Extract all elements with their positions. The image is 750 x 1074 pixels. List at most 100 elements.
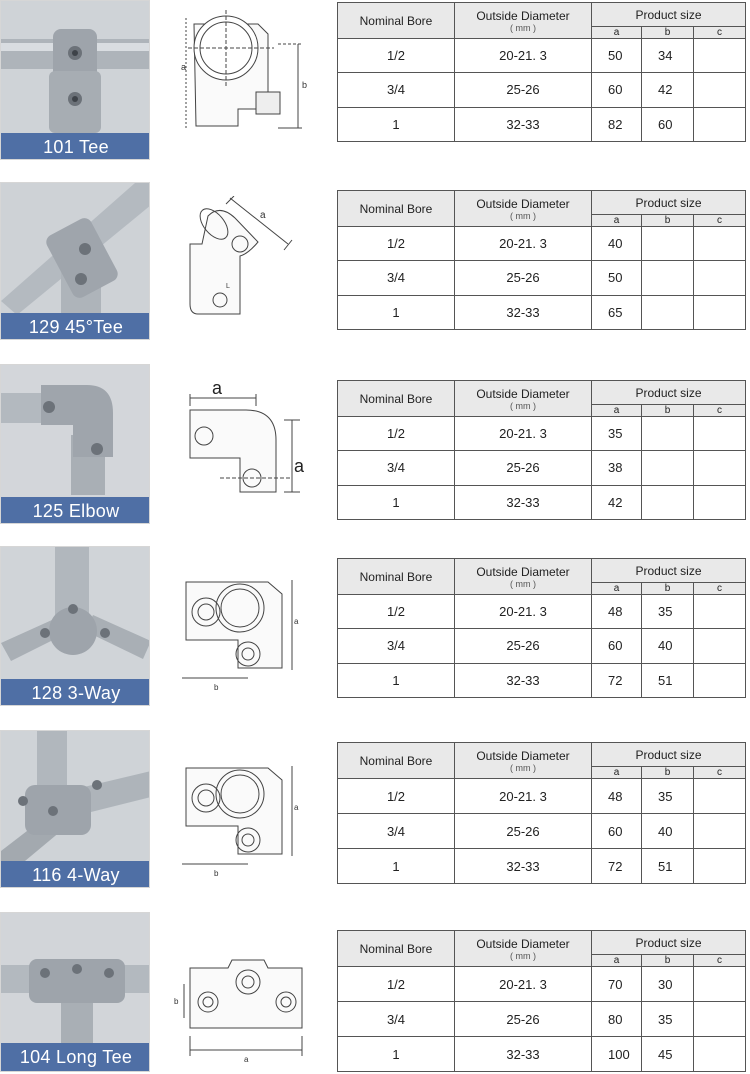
cell-bore: 1/2 <box>337 593 455 630</box>
cell-a: 100 <box>591 1036 642 1072</box>
header-outside-diameter-label: Outside Diameter <box>476 196 570 211</box>
header-col-a: a <box>591 214 642 227</box>
header-nominal-bore: Nominal Bore <box>337 2 455 39</box>
45-tee-technical-drawing: a L <box>189 196 293 315</box>
cell-od: 25-26 <box>454 260 592 296</box>
table-row: 3/4 25-26 38 <box>337 450 746 486</box>
product-photo-104-long-tee: 104 Long Tee <box>0 912 150 1072</box>
header-nominal-bore: Nominal Bore <box>337 742 455 779</box>
product-photo-101-tee: 101 Tee <box>0 0 150 160</box>
dim-label-b: b <box>214 869 219 878</box>
cell-od: 20-21. 3 <box>454 37 592 74</box>
cell-b: 30 <box>641 966 694 1002</box>
cell-b: 35 <box>641 593 694 630</box>
dim-label-l: L <box>226 283 230 290</box>
cell-b: 51 <box>641 662 694 699</box>
header-outside-diameter-label: Outside Diameter <box>476 8 570 23</box>
cell-c <box>693 450 746 486</box>
cell-od: 20-21. 3 <box>454 415 592 452</box>
dim-label-a: a <box>260 210 266 221</box>
header-col-a: a <box>591 766 642 779</box>
cell-a: 80 <box>591 1001 642 1037</box>
header-outside-diameter: Outside Diameter ( mm ) <box>454 2 592 39</box>
header-col-c: c <box>693 582 746 595</box>
header-outside-diameter-label: Outside Diameter <box>476 936 570 951</box>
product-caption: 104 Long Tee <box>1 1043 149 1071</box>
product-photo-128-3-way: 128 3-Way <box>0 546 150 706</box>
header-nominal-bore: Nominal Bore <box>337 190 455 227</box>
table-row: 3/4 25-26 60 42 <box>337 72 746 108</box>
cell-bore: 1/2 <box>337 225 455 262</box>
cell-c <box>693 225 746 262</box>
header-col-a: a <box>591 404 642 417</box>
cell-a: 38 <box>591 450 642 486</box>
table-row: 1 32-33 42 <box>337 484 746 521</box>
header-col-b: b <box>641 766 694 779</box>
table-row: 1/2 20-21. 3 40 <box>337 225 746 262</box>
elbow-fitting-image <box>1 365 149 523</box>
header-outside-diameter: Outside Diameter ( mm ) <box>454 190 592 227</box>
header-outside-diameter: Outside Diameter ( mm ) <box>454 930 592 967</box>
header-col-a: a <box>591 582 642 595</box>
cell-b: 51 <box>641 848 694 884</box>
product-row-101-tee: 101 Tee a b Nominal Bore Outside Diamete… <box>0 0 750 160</box>
cell-c <box>693 778 746 814</box>
header-col-a: a <box>591 954 642 967</box>
long-tee-technical-drawing: b a <box>174 959 303 1064</box>
dim-label-b: b <box>174 997 179 1006</box>
product-row-116-4-way: 116 4-Way a b Nominal Bore Outside Diame… <box>0 730 750 888</box>
cell-od: 32-33 <box>454 484 592 521</box>
cell-a: 50 <box>591 260 642 296</box>
product-caption: 116 4-Way <box>1 861 149 887</box>
elbow-technical-drawing: a a <box>189 380 305 493</box>
cell-bore: 1 <box>337 1036 455 1072</box>
4-way-technical-drawing: a b <box>182 766 299 878</box>
dim-label-a-horizontal: a <box>212 380 223 398</box>
cell-od: 20-21. 3 <box>454 966 592 1002</box>
header-mm-unit: ( mm ) <box>510 22 536 33</box>
header-col-b: b <box>641 26 694 39</box>
spec-table-116-4-way: Nominal Bore Outside Diameter ( mm ) Pro… <box>337 742 746 884</box>
product-row-125-elbow: 125 Elbow a a Nominal Bore Outside Diame… <box>0 364 750 524</box>
header-nominal-bore: Nominal Bore <box>337 558 455 595</box>
cell-a: 50 <box>591 37 642 74</box>
cell-c <box>693 106 746 143</box>
header-col-c: c <box>693 26 746 39</box>
cell-a: 60 <box>591 813 642 849</box>
cell-c <box>693 966 746 1002</box>
cell-bore: 1 <box>337 484 455 521</box>
spec-table-129-45-tee: Nominal Bore Outside Diameter ( mm ) Pro… <box>337 190 746 331</box>
header-mm-unit: ( mm ) <box>510 210 536 221</box>
3-way-technical-drawing: a b <box>182 580 299 692</box>
cell-c <box>693 294 746 331</box>
spec-table-104-long-tee: Nominal Bore Outside Diameter ( mm ) Pro… <box>337 930 746 1072</box>
table-row: 1 32-33 65 <box>337 294 746 331</box>
header-col-a: a <box>591 26 642 39</box>
header-col-c: c <box>693 766 746 779</box>
spec-table-101-tee: Nominal Bore Outside Diameter ( mm ) Pro… <box>337 2 746 143</box>
cell-od: 25-26 <box>454 628 592 664</box>
cell-a: 72 <box>591 662 642 699</box>
cell-b: 34 <box>641 37 694 74</box>
cell-a: 48 <box>591 593 642 630</box>
cell-c <box>693 1036 746 1072</box>
header-product-size: Product size <box>591 930 746 955</box>
header-col-c: c <box>693 954 746 967</box>
header-product-size: Product size <box>591 380 746 405</box>
product-row-129-45-tee: 129 45°Tee a L Nominal Bore Outside Diam… <box>0 182 750 340</box>
cell-od: 20-21. 3 <box>454 225 592 262</box>
dim-label-b: b <box>302 80 307 90</box>
cell-bore: 1/2 <box>337 778 455 814</box>
header-outside-diameter: Outside Diameter ( mm ) <box>454 558 592 595</box>
cell-bore: 3/4 <box>337 628 455 664</box>
table-row: 1 32-33 100 45 <box>337 1036 746 1072</box>
cell-bore: 1 <box>337 294 455 331</box>
header-outside-diameter-label: Outside Diameter <box>476 564 570 579</box>
cell-bore: 1/2 <box>337 415 455 452</box>
cell-c <box>693 813 746 849</box>
cell-od: 20-21. 3 <box>454 593 592 630</box>
cell-bore: 1 <box>337 848 455 884</box>
cell-b <box>641 260 694 296</box>
cell-a: 40 <box>591 225 642 262</box>
dim-label-a-vertical: a <box>294 456 305 476</box>
